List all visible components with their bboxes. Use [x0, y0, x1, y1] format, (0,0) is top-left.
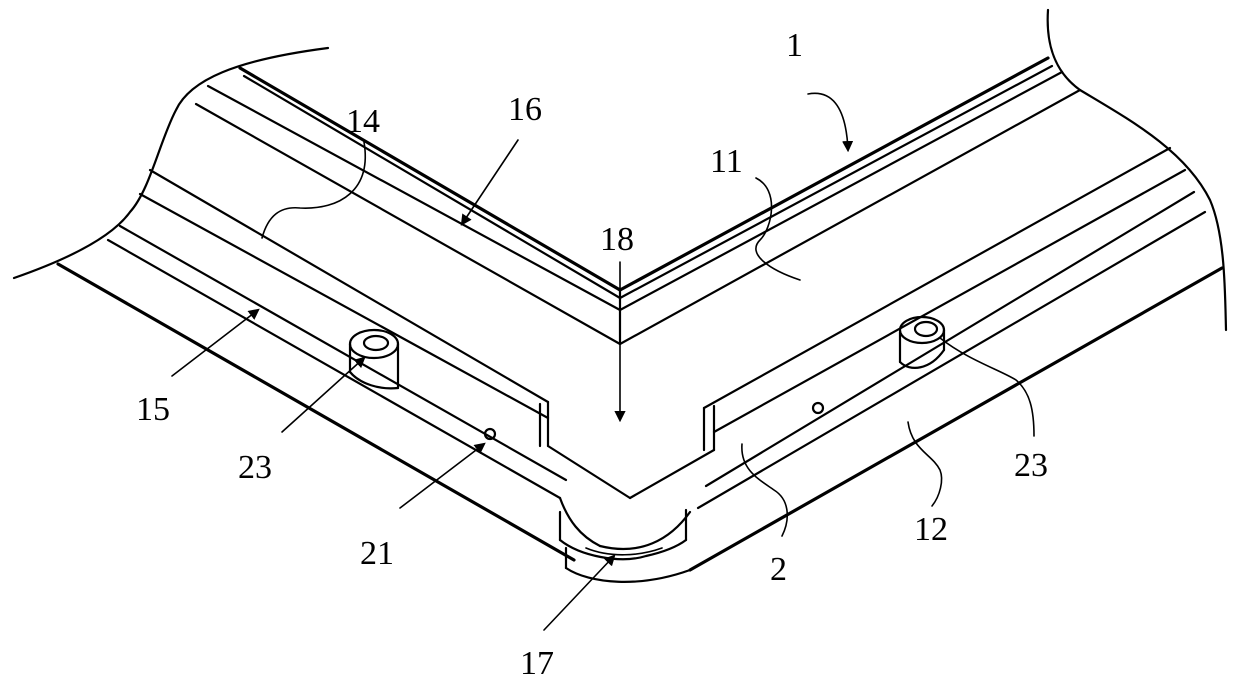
reference-labels: 1 16 14 11 18 15 23 21 17 2 12 23	[136, 27, 1048, 682]
label-11: 11	[710, 143, 743, 180]
leader-lines	[172, 93, 1034, 630]
label-14: 14	[346, 103, 380, 140]
label-2: 2	[770, 551, 787, 588]
label-21: 21	[360, 535, 394, 572]
left-rail	[58, 170, 574, 560]
label-23-right: 23	[1014, 447, 1048, 484]
inner-floor	[548, 446, 714, 498]
label-1: 1	[786, 27, 803, 64]
hole-marks	[485, 403, 823, 439]
label-18: 18	[600, 221, 634, 258]
label-16: 16	[508, 91, 542, 128]
label-12: 12	[914, 511, 948, 548]
corner-piece	[560, 498, 690, 582]
label-15: 15	[136, 391, 170, 428]
right-rail	[690, 148, 1222, 570]
label-23-left: 23	[238, 449, 272, 486]
label-17: 17	[520, 645, 554, 682]
